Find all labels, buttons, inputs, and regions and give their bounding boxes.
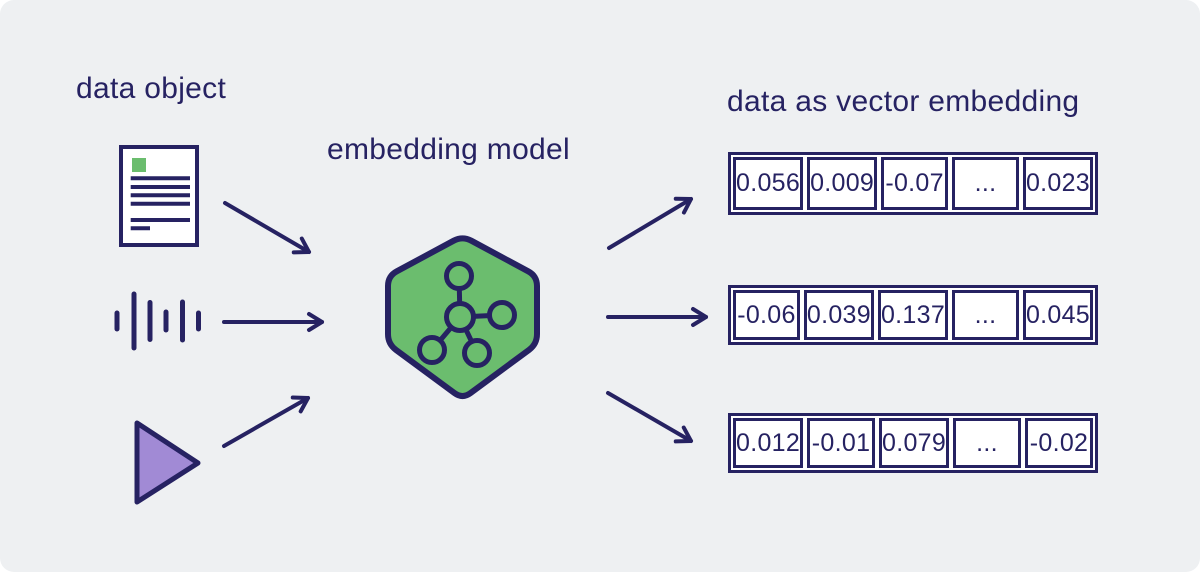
document-icon xyxy=(119,145,199,247)
vector-cell-ellipsis: ... xyxy=(952,157,1019,210)
vector-cell: 0.137 xyxy=(877,290,949,340)
video-play-icon xyxy=(134,420,201,505)
arrow-icon xyxy=(222,395,310,448)
audio-waveform-icon xyxy=(114,291,201,351)
vector-cell: 0.079 xyxy=(879,418,950,468)
vector-cell: 0.012 xyxy=(733,418,804,468)
vector-cell: -0.07 xyxy=(881,157,949,210)
embedding-model-hexagon-icon xyxy=(385,235,540,400)
vector-cell-ellipsis: ... xyxy=(953,418,1022,468)
arrow-icon xyxy=(223,201,311,255)
vector-cell: -0.01 xyxy=(807,418,876,468)
arrow-icon xyxy=(606,391,693,444)
vector-row: 0.012 -0.01 0.079 ... -0.02 xyxy=(728,413,1098,473)
vector-cell: 0.039 xyxy=(803,290,874,340)
data-object-label: data object xyxy=(76,72,227,105)
vector-row: 0.056 0.009 -0.07 ... 0.023 xyxy=(728,152,1098,215)
vector-cell: -0.02 xyxy=(1025,418,1093,468)
vector-cell: -0.06 xyxy=(733,290,800,340)
vector-cell: 0.045 xyxy=(1022,290,1093,340)
embedding-model-label: embedding model xyxy=(327,133,570,166)
network-graph-icon xyxy=(417,261,517,368)
vector-cell: 0.056 xyxy=(733,157,804,210)
vector-cell-ellipsis: ... xyxy=(952,290,1019,340)
arrow-icon xyxy=(607,196,693,250)
vector-embedding-label: data as vector embedding xyxy=(727,85,1080,118)
vector-cell: 0.023 xyxy=(1022,157,1093,210)
vector-cell: 0.009 xyxy=(807,157,878,210)
vector-row: -0.06 0.039 0.137 ... 0.045 xyxy=(728,285,1098,345)
